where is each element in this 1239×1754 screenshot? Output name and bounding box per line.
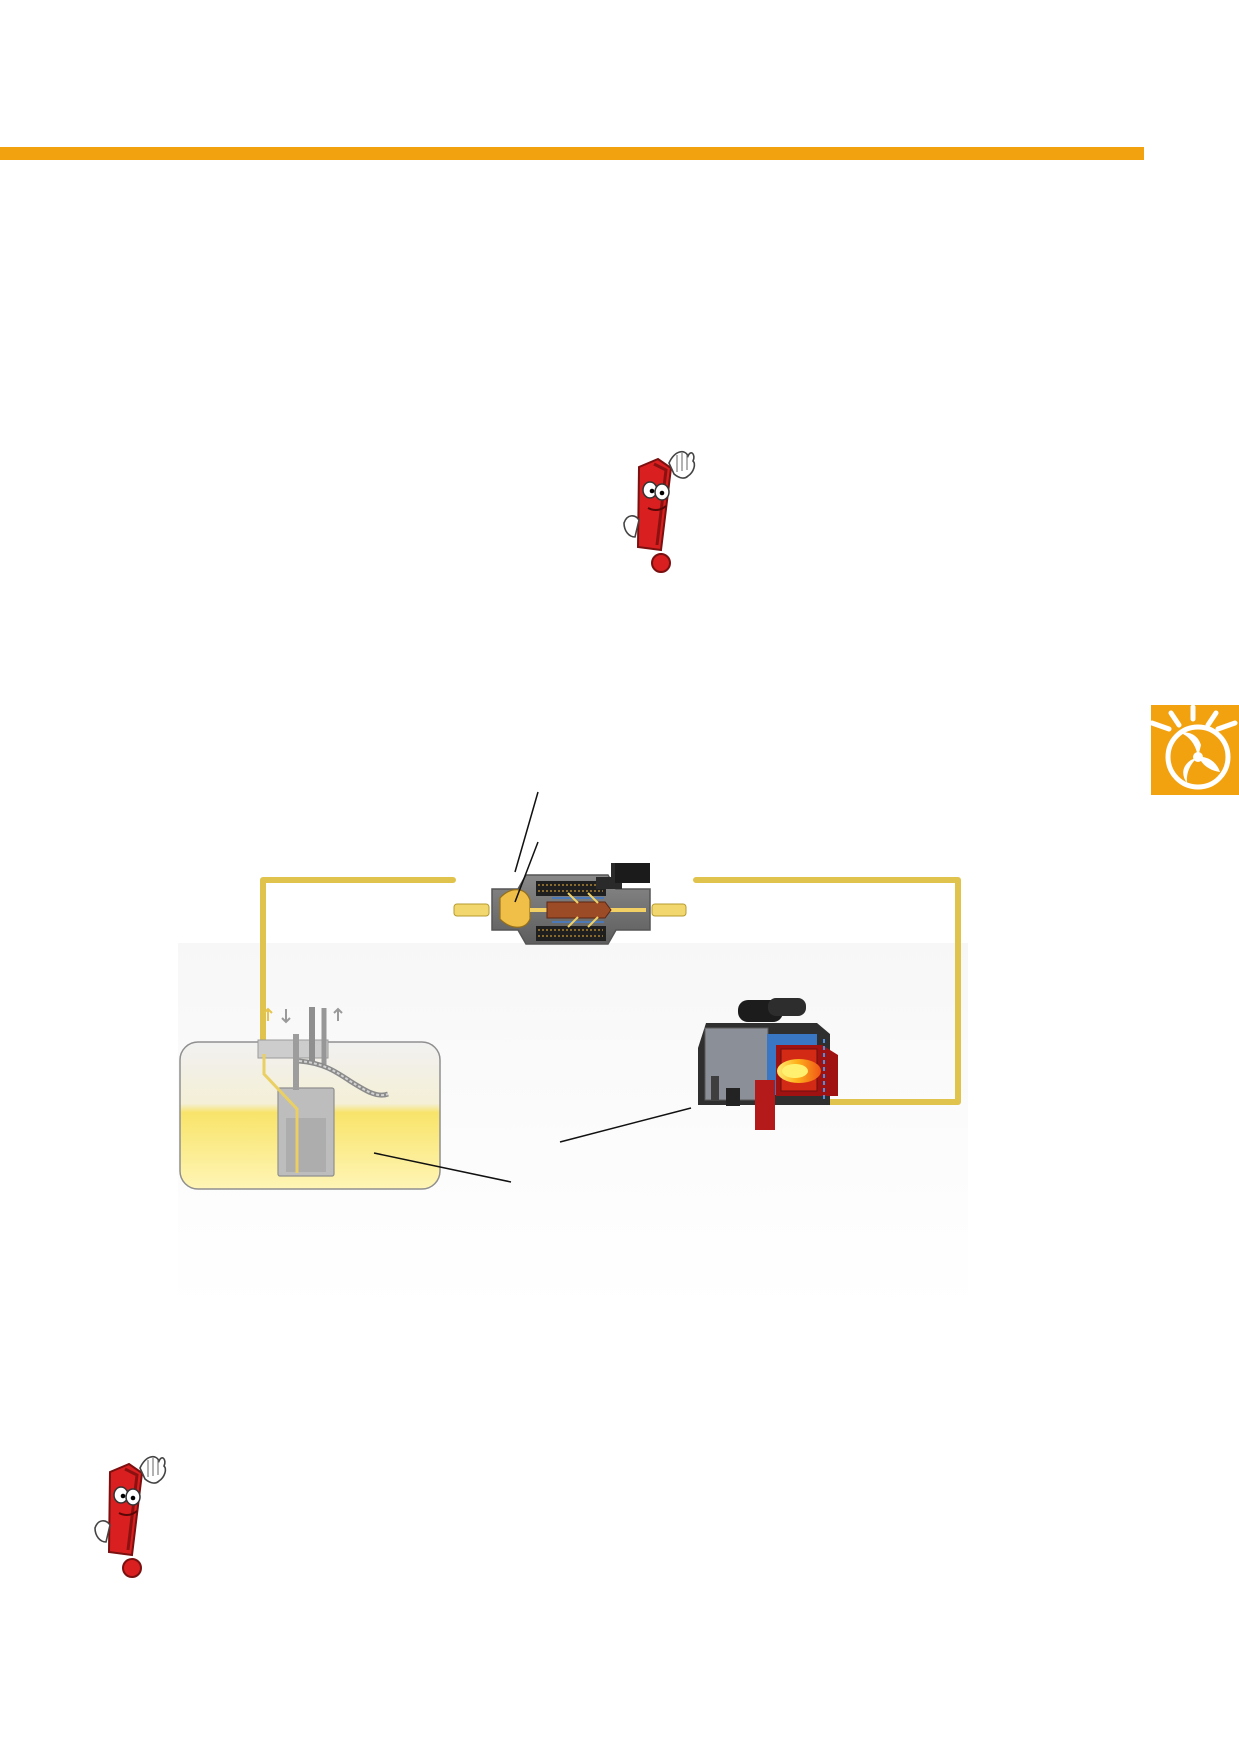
top-accent-rule — [0, 147, 1144, 160]
fuel-pump — [453, 791, 687, 945]
heater-unit — [559, 998, 838, 1143]
fan-sun-icon — [1151, 705, 1238, 790]
fuel-system-illustration — [179, 791, 961, 1190]
up-arrow-icon — [263, 1007, 273, 1021]
warning-exclamation-hand-icon — [94, 1455, 167, 1578]
down-arrow-icon — [281, 1009, 291, 1024]
warning-illustration — [617, 445, 697, 575]
fuel-tank — [179, 1007, 512, 1190]
fuel-system-diagram — [178, 791, 978, 1325]
section-tab — [1151, 705, 1239, 795]
up-arrow-icon — [333, 1007, 343, 1021]
warning-illustration — [88, 1450, 168, 1580]
warning-exclamation-hand-icon — [623, 450, 696, 573]
